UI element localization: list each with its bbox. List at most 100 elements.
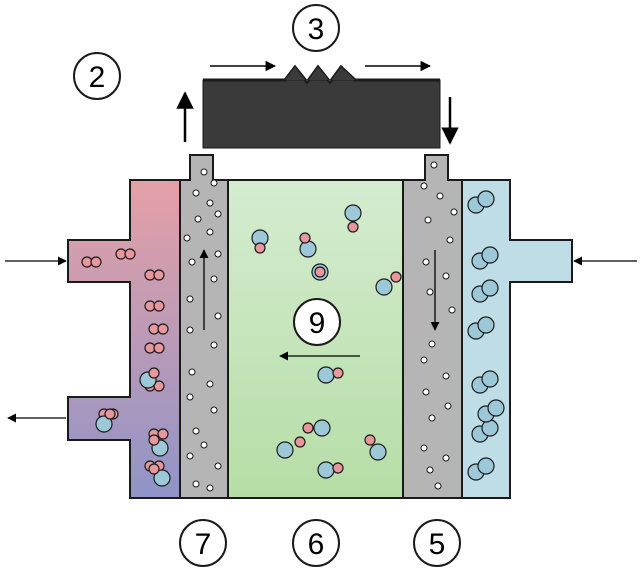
water-molecule bbox=[302, 422, 314, 434]
electron-dot bbox=[450, 208, 458, 216]
electron-dot bbox=[428, 414, 436, 422]
electron-dot bbox=[210, 341, 218, 349]
electron-dot bbox=[444, 402, 452, 410]
electron-dot bbox=[206, 199, 214, 207]
electron-dot bbox=[442, 272, 450, 280]
water-molecule bbox=[332, 367, 344, 379]
electron-dot bbox=[200, 168, 208, 176]
svg-text:2: 2 bbox=[89, 61, 106, 94]
oxygen-molecule bbox=[481, 279, 499, 297]
water-molecule bbox=[153, 469, 171, 487]
hydrogen-molecule bbox=[153, 300, 165, 312]
hydrogen-molecule bbox=[153, 269, 165, 281]
electron-dot bbox=[448, 306, 456, 314]
external-load bbox=[202, 79, 441, 149]
oxygen-molecule bbox=[477, 457, 495, 475]
electron-dot bbox=[434, 482, 442, 490]
electron-dot bbox=[188, 368, 196, 376]
electron-dot bbox=[194, 215, 202, 223]
electron-dot bbox=[186, 326, 194, 334]
water-molecule bbox=[95, 415, 113, 433]
electron-dot bbox=[192, 480, 200, 488]
water-molecule bbox=[313, 419, 331, 437]
hydrogen-molecule bbox=[153, 342, 165, 354]
water-molecule bbox=[148, 463, 160, 475]
water-molecule bbox=[299, 232, 311, 244]
svg-text:6: 6 bbox=[308, 528, 325, 561]
electron-dot bbox=[192, 189, 200, 197]
electron-dot bbox=[214, 250, 222, 258]
electron-dot bbox=[426, 466, 434, 474]
oxygen-molecule bbox=[481, 246, 499, 264]
electron-dot bbox=[430, 161, 438, 169]
water-molecule bbox=[104, 408, 116, 420]
electron-dot bbox=[210, 179, 218, 187]
cathode-electrode bbox=[402, 154, 463, 499]
oxygen-molecule bbox=[477, 316, 495, 334]
water-molecule bbox=[299, 240, 317, 258]
water-molecule bbox=[369, 443, 387, 461]
water-molecule bbox=[375, 278, 393, 296]
electron-dot bbox=[214, 210, 222, 218]
svg-text:5: 5 bbox=[429, 528, 446, 561]
water-molecule bbox=[254, 242, 266, 254]
electron-dot bbox=[424, 216, 432, 224]
electron-dot bbox=[420, 182, 428, 190]
electron-dot bbox=[200, 441, 208, 449]
oxygen-molecule bbox=[477, 190, 495, 208]
water-molecule bbox=[148, 434, 160, 446]
electron-group bbox=[183, 161, 458, 492]
electron-dot bbox=[206, 380, 214, 388]
electron-dot bbox=[436, 192, 444, 200]
molecule-group bbox=[81, 190, 505, 487]
water-molecule bbox=[344, 204, 362, 222]
electron-dot bbox=[210, 406, 218, 414]
electron-dot bbox=[442, 454, 450, 462]
water-molecule bbox=[332, 462, 344, 474]
water-molecule bbox=[314, 266, 326, 278]
electron-dot bbox=[210, 275, 218, 283]
svg-text:3: 3 bbox=[308, 13, 325, 46]
electron-dot bbox=[214, 312, 222, 320]
electron-dot bbox=[442, 372, 450, 380]
electron-dot bbox=[206, 484, 214, 492]
water-molecule bbox=[317, 366, 335, 384]
electron-dot bbox=[186, 393, 194, 401]
electron-dot bbox=[428, 340, 436, 348]
water-molecule bbox=[364, 434, 376, 446]
electron-dot bbox=[186, 295, 194, 303]
water-molecule bbox=[148, 367, 160, 379]
electron-dot bbox=[188, 258, 196, 266]
label-9: 9 bbox=[293, 298, 341, 346]
hydrogen-molecule bbox=[157, 428, 169, 440]
oxygen-molecule bbox=[481, 370, 499, 388]
electron-dot bbox=[183, 234, 191, 242]
electron-dot bbox=[420, 356, 428, 364]
label-5: 5 bbox=[413, 519, 461, 567]
hydrogen-molecule bbox=[157, 323, 169, 335]
hydrogen-molecule bbox=[124, 248, 136, 260]
electron-dot bbox=[420, 444, 428, 452]
water-molecule bbox=[276, 441, 294, 459]
label-6: 6 bbox=[292, 519, 340, 567]
svg-text:9: 9 bbox=[309, 307, 326, 340]
electron-dot bbox=[214, 462, 222, 470]
electron-dot bbox=[422, 258, 430, 266]
water-molecule bbox=[317, 461, 335, 479]
electron-dot bbox=[206, 228, 214, 236]
oxygen-molecule bbox=[487, 399, 505, 417]
label-2: 2 bbox=[73, 52, 121, 100]
electron-dot bbox=[426, 288, 434, 296]
label-3: 3 bbox=[292, 4, 340, 52]
water-molecule bbox=[294, 436, 306, 448]
electron-dot bbox=[186, 452, 194, 460]
electron-dot bbox=[192, 427, 200, 435]
water-molecule bbox=[390, 271, 402, 283]
electron-dot bbox=[422, 388, 430, 396]
electron-dot bbox=[446, 236, 454, 244]
water-molecule bbox=[347, 221, 359, 233]
hydrogen-molecule bbox=[90, 256, 102, 268]
svg-text:7: 7 bbox=[195, 528, 212, 561]
